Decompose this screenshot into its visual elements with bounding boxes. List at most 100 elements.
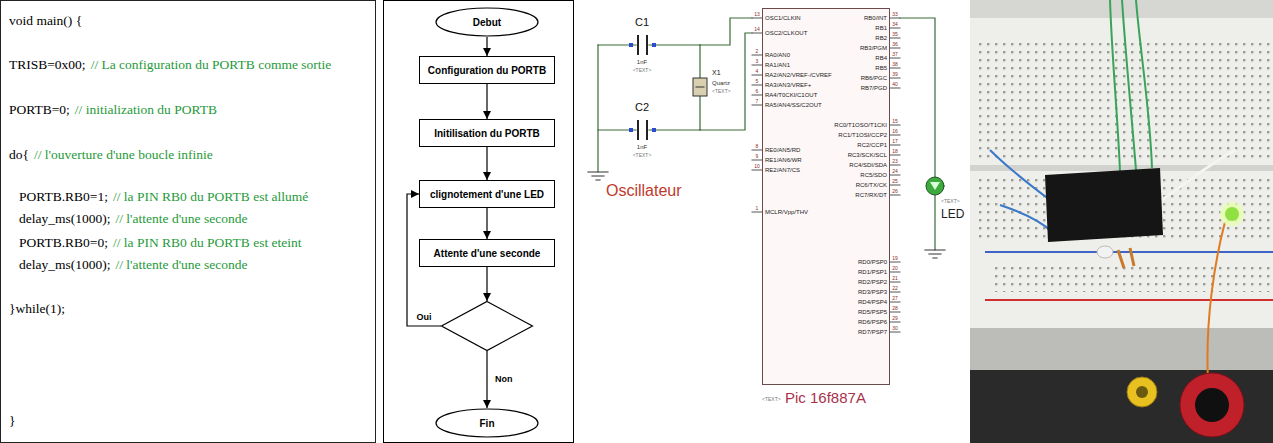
code-box: void main() { TRISB=0x00; // La configurat…: [0, 0, 376, 443]
component-label: C2: [635, 102, 649, 113]
pin-name: RB1: [875, 25, 887, 31]
pin-number: 1: [756, 206, 759, 211]
crystal-photo: [1097, 246, 1113, 258]
code-text: do{: [9, 147, 29, 162]
component-label: 1nF: [637, 144, 647, 150]
pin-name: OSC1/CLKIN: [765, 15, 801, 21]
component-label: X1: [712, 69, 721, 76]
pin-number: 28: [892, 306, 898, 311]
diamond-outline: [442, 302, 533, 351]
chip-name: Pic 16f887A: [785, 389, 866, 406]
component-label: 1nF: [637, 59, 647, 65]
code-comment: // l'attente d'une seconde: [115, 211, 247, 226]
pin-number: 26: [892, 189, 898, 194]
pin-number: 34: [892, 22, 898, 27]
pin-number: 39: [892, 72, 898, 77]
pin-name: RE2/AN7/CS: [765, 167, 800, 173]
pin-stub: [752, 18, 762, 212]
ellipse-outline: [436, 8, 538, 36]
breadboard-photo: [970, 0, 1273, 443]
code-comment: // l'ouverture d'une boucle infinie: [34, 147, 213, 162]
pin-number: 17: [892, 139, 898, 144]
pin-name: RB7/PGD: [861, 85, 887, 91]
process-box: Attente d'une seconde: [419, 239, 555, 267]
pin-name: RD7/PSP7: [858, 329, 887, 335]
node-label: Attente d'une seconde: [434, 248, 541, 259]
process-box: Initilisation du PORTB: [419, 119, 555, 147]
banana-jack: [1195, 388, 1229, 422]
code-line: }while(1);: [9, 301, 65, 317]
pin-number: 38: [892, 62, 898, 67]
pin-name: OSC2/CLKOUT: [765, 30, 807, 36]
code-line: void main() {: [9, 13, 82, 29]
pin-number: 25: [892, 179, 898, 184]
pin-number: 10: [754, 164, 760, 169]
terminal-ellipse: Fin: [435, 408, 539, 438]
breadboard: [970, 18, 1273, 328]
pin-number: 18: [892, 149, 898, 154]
code-text: PORTB.RB0=0;: [19, 235, 108, 250]
led-photo: [1225, 207, 1239, 221]
pin-number: 8: [756, 144, 759, 149]
pin-name: RD3/PSP3: [858, 289, 887, 295]
pin-name: RB4: [875, 55, 887, 61]
pin-name: MCLR/Vpp/THV: [765, 209, 808, 215]
code-comment: // la PIN RB0 du PORTB est allumé: [113, 189, 308, 204]
pin-number: 16: [892, 129, 898, 134]
code-line: PORTB.RB0=1;// la PIN RB0 du PORTB est a…: [19, 189, 308, 205]
pin-number: 14: [754, 27, 760, 32]
flow-arrow: [486, 208, 487, 239]
capacitor-photo: [1118, 248, 1134, 268]
pin-name: RD2/PSP2: [858, 279, 887, 285]
pin-name: RD1/PSP1: [858, 269, 887, 275]
board-base: [970, 370, 1273, 443]
breadboard-gutter: [970, 165, 1273, 171]
decision-diamond: [441, 301, 533, 351]
code-comment: // La configuration du PORTB comme sorti…: [91, 57, 332, 72]
code-text: }while(1);: [9, 301, 65, 316]
pin-number: 2: [756, 49, 759, 54]
ground-wire: [597, 45, 598, 172]
edge-label: Non: [493, 375, 515, 384]
pin-number: 3: [756, 59, 759, 64]
flowchart-frame: [384, 1, 574, 443]
breadboard-holes: [990, 262, 1273, 292]
rail-line: [985, 251, 1273, 253]
oscillator-wire: [700, 18, 752, 130]
pin-name: RE0/AN5/RD: [765, 147, 800, 153]
code-line: delay_ms(1000); // l'attente d'une second…: [19, 211, 247, 227]
code-line: PORTB=0;// initialization du PORTB: [9, 102, 217, 118]
ground-symbol: [925, 250, 945, 258]
code-line: PORTB.RB0=0;// la PIN RB0 du PORTB est e…: [19, 235, 302, 251]
pin-name: RA3/AN3/VREF+: [765, 82, 811, 88]
pin-stub: [890, 18, 900, 332]
pin-number: 29: [892, 316, 898, 321]
code-text: TRISB=0x00;: [9, 57, 86, 72]
pin-name: RC1/T1OSI/CCP2: [838, 132, 887, 138]
pin-number: 40: [892, 82, 898, 87]
pin-number: 21: [892, 276, 898, 281]
banana-jack: [1136, 386, 1148, 398]
component-label: LED: [941, 208, 964, 220]
component-label: <TEXT>: [712, 89, 731, 94]
edge-label: Oui: [415, 313, 434, 322]
pin-name: RC3/SCK/SCL: [848, 152, 887, 158]
pin-number: 20: [892, 266, 898, 271]
pin-number: 33: [892, 12, 898, 17]
pin-number: 9: [756, 154, 759, 159]
code-line: do{ // l'ouverture d'une boucle infinie: [9, 147, 213, 163]
flow-arrow: [486, 351, 487, 408]
led-symbol: [930, 182, 940, 190]
node-label: Debut: [473, 17, 501, 28]
flow-arrow: [486, 267, 487, 301]
wire: [990, 150, 1052, 232]
rail-line: [985, 299, 1273, 301]
code-text: PORTB=0;: [9, 102, 70, 117]
node-label: Initilisation du PORTB: [434, 128, 540, 139]
pin-name: RC4/SDI/SDA: [849, 162, 887, 168]
wire: [1207, 222, 1225, 380]
code-text: delay_ms(1000);: [19, 257, 110, 272]
pin-name: RA1/AN1: [765, 62, 790, 68]
code-text: delay_ms(1000);: [19, 211, 110, 226]
